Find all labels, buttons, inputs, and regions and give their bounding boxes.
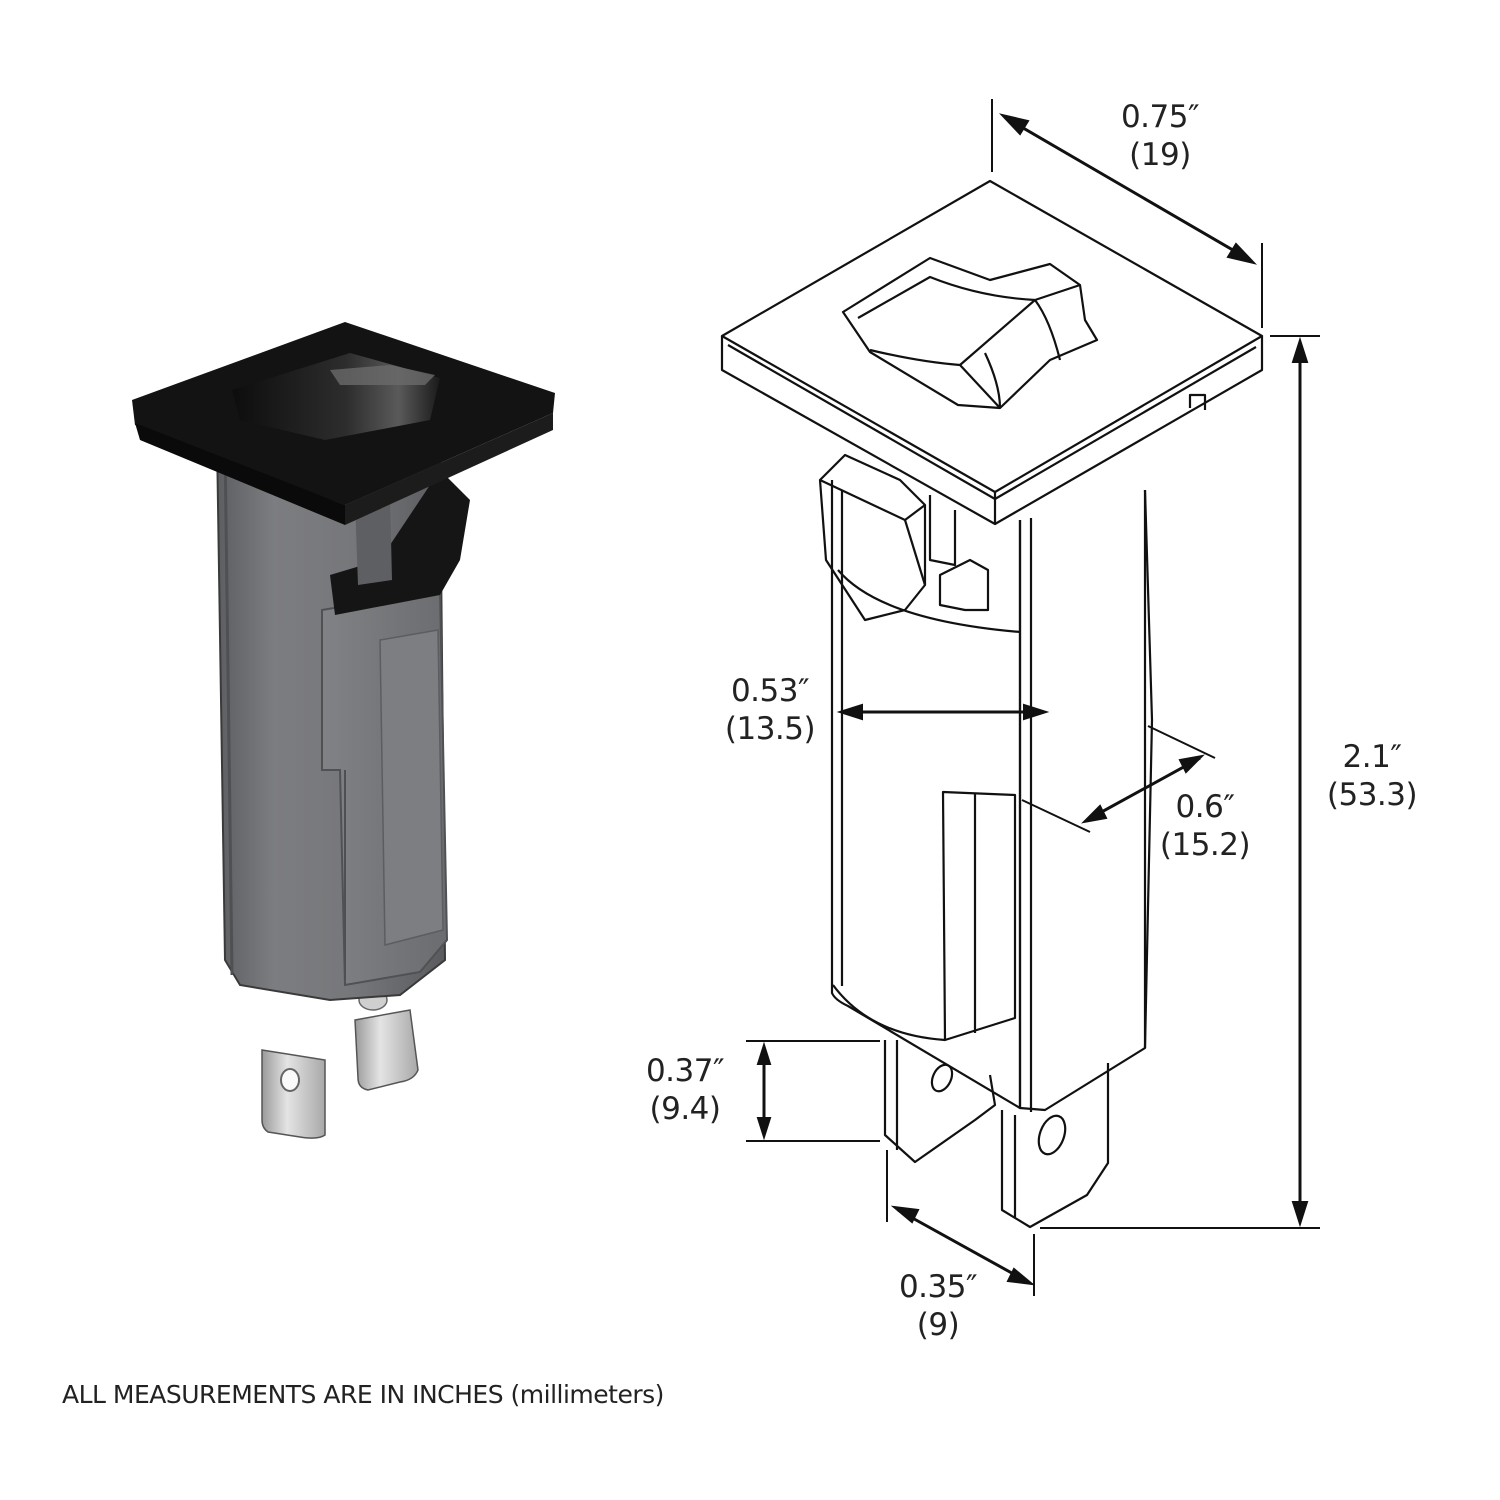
terminal-left: [261, 1049, 326, 1139]
body-left-face: [830, 480, 1022, 1110]
body-right-face: [1018, 490, 1147, 1112]
dimension-body-depth: 0.6″ (15.2): [1159, 789, 1251, 863]
dimension-terminal-length: 0.37″ (9.4): [645, 1053, 725, 1127]
dimension-body-width: 0.53″ (13.5): [724, 673, 816, 747]
dimension-overall-height: 2.1″ (53.3): [1326, 739, 1418, 813]
rocker-opening: [841, 256, 1099, 410]
terminal-right-drawing: [1000, 1063, 1110, 1229]
dimension-flange-width: 0.75″ (19): [1120, 99, 1200, 173]
terminal-left-drawing: [883, 1040, 997, 1164]
dimension-terminal-spacing: 0.35″ (9): [898, 1269, 978, 1343]
terminal-right: [354, 989, 419, 1091]
units-footnote: ALL MEASUREMENTS ARE IN INCHES (millimet…: [62, 1380, 664, 1409]
